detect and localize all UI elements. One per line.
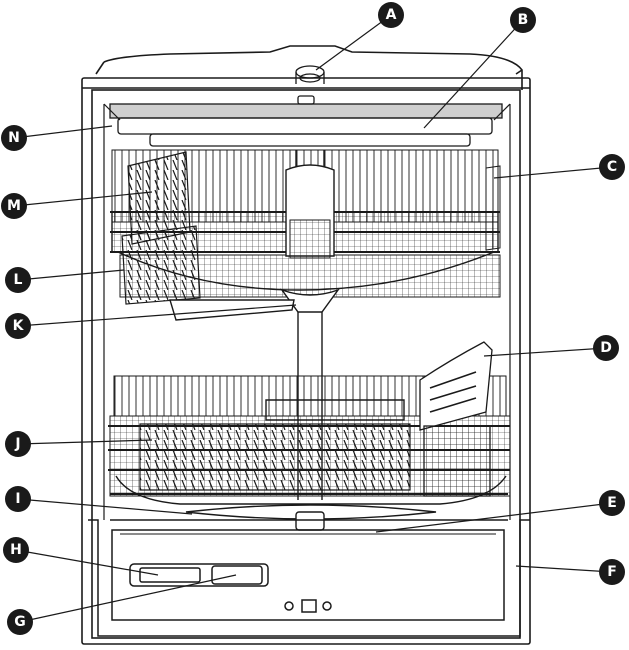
- leader-a: [316, 15, 391, 70]
- leader-l: [18, 270, 124, 280]
- svg-text:C: C: [607, 159, 617, 175]
- callout-m: M: [1, 193, 27, 219]
- svg-text:I: I: [15, 491, 20, 507]
- callout-c: C: [599, 154, 625, 180]
- svg-text:K: K: [13, 318, 25, 334]
- svg-text:D: D: [600, 340, 612, 356]
- leader-k: [18, 305, 296, 326]
- callout-l: L: [5, 267, 31, 293]
- leader-e: [376, 503, 612, 532]
- door-panel: [88, 520, 530, 636]
- callout-h: H: [3, 537, 29, 563]
- lower-spray-arm: [110, 505, 508, 530]
- svg-text:F: F: [607, 564, 617, 580]
- leader-g: [20, 575, 236, 622]
- svg-text:M: M: [7, 198, 21, 214]
- svg-text:A: A: [386, 7, 397, 23]
- svg-text:H: H: [10, 542, 22, 558]
- svg-text:G: G: [14, 614, 26, 630]
- leader-c: [494, 167, 612, 178]
- svg-text:L: L: [14, 272, 23, 288]
- svg-text:E: E: [607, 495, 617, 511]
- callout-a: A: [378, 2, 404, 28]
- callout-k: K: [5, 313, 31, 339]
- leader-d: [484, 348, 606, 356]
- svg-text:N: N: [8, 130, 20, 146]
- callout-j: J: [5, 431, 31, 457]
- dishwasher-body: [82, 46, 530, 644]
- callout-b: B: [510, 7, 536, 33]
- callout-d: D: [593, 335, 619, 361]
- callout-g: G: [7, 609, 33, 635]
- svg-text:B: B: [518, 12, 529, 28]
- leader-i: [18, 499, 192, 514]
- leader-n: [14, 126, 112, 138]
- leader-h: [16, 550, 158, 575]
- callout-n: N: [1, 125, 27, 151]
- callout-i: I: [5, 486, 31, 512]
- callout-f: F: [599, 559, 625, 585]
- callout-e: E: [599, 490, 625, 516]
- svg-text:J: J: [14, 436, 20, 452]
